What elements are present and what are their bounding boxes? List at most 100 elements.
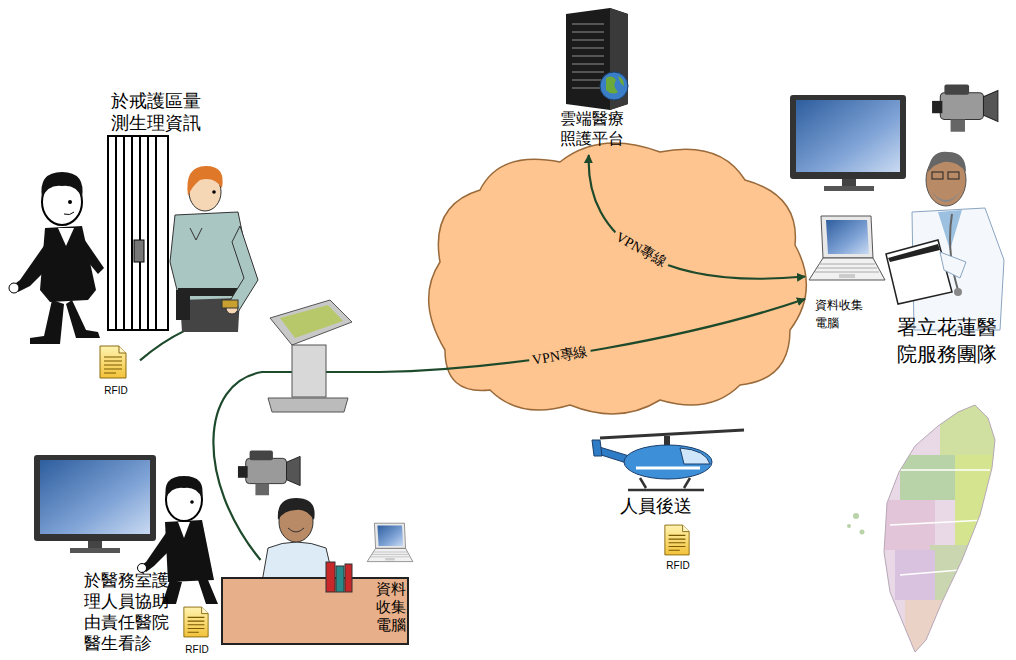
guard-figure-part <box>176 290 190 320</box>
doctor-figure-part <box>930 190 962 202</box>
prison-bars-part <box>134 240 144 262</box>
evacuation-helicopter: 人員後送 <box>590 428 750 520</box>
camera-icon <box>238 84 998 495</box>
rfid-tag-icon <box>100 346 689 637</box>
node-caption: 於戒護區量測生理資訊 <box>111 90 203 134</box>
doctor-figure <box>886 152 1004 330</box>
helicopter-icon <box>592 430 744 490</box>
node-caption: RFID <box>92 385 140 397</box>
taiwan-map-part <box>880 400 1010 660</box>
inmate-figure-part <box>78 236 104 274</box>
patient-figure-part <box>178 522 190 538</box>
nurse-figure <box>262 498 334 582</box>
kiosk-icon-part <box>268 398 348 412</box>
inmate-figure-part <box>30 300 64 344</box>
cloud-platform: 雲端醫療照護平台 <box>552 5 644 155</box>
data-computer: 資料收集電腦 <box>805 214 890 339</box>
helicopter-icon-part <box>636 467 700 470</box>
monitor-icon-part <box>88 541 102 549</box>
laptop-icon <box>367 216 885 562</box>
cloud-shape <box>429 143 807 414</box>
guard-figure <box>170 166 258 332</box>
inmate-figure <box>9 172 104 344</box>
node-caption: 資料收集電腦 <box>376 580 408 634</box>
server-icon-part <box>572 24 604 88</box>
taiwan-map-part <box>880 500 935 550</box>
guard-figure-part <box>187 166 222 196</box>
taiwan-map-part <box>905 600 950 660</box>
nurse-figure-part <box>262 542 334 582</box>
rfid-tag: RFID <box>657 522 699 574</box>
desk-shape-part <box>222 578 408 644</box>
camera-icon-part <box>932 84 998 131</box>
monitor-icon-part <box>34 455 156 541</box>
desk-shape-part <box>345 564 352 592</box>
inmate-figure-part <box>9 283 19 293</box>
monitor-icon-part <box>796 100 900 172</box>
node-caption: 人員後送 <box>620 495 692 517</box>
monitor-icon-part <box>70 548 120 553</box>
vpn-connector <box>589 155 805 279</box>
nurse-figure-part <box>278 498 315 520</box>
desk-shape-part <box>326 562 335 592</box>
rfid-tag-icon-part <box>100 346 126 378</box>
taiwan-map-part <box>940 400 1010 460</box>
guard-figure-part <box>228 226 258 312</box>
inmate-figure-part <box>68 200 72 204</box>
taiwan-map-part <box>955 455 1005 545</box>
monitor-icon-part <box>790 95 906 179</box>
helicopter-icon-part <box>680 448 710 464</box>
camera-icon-part <box>238 451 300 496</box>
desk-shape-part <box>336 566 344 592</box>
cloud-shape-part <box>429 143 807 414</box>
doctor-figure-part <box>940 252 966 278</box>
monitor-icon-part <box>842 179 856 187</box>
patient-figure-part <box>162 580 218 604</box>
monitor-icon-part <box>824 186 874 191</box>
doctor-figure-part <box>886 240 952 304</box>
node-caption: 雲端醫療照護平台 <box>560 109 626 149</box>
doctor-figure-part <box>888 244 940 262</box>
helicopter-icon-part <box>600 430 744 438</box>
hospital-team: 署立花蓮醫院服務團隊 <box>893 148 1011 376</box>
inmate-figure-part <box>41 172 82 198</box>
desk-shape <box>222 562 408 644</box>
guard-figure-part <box>222 300 238 308</box>
patient-figure-part <box>190 500 194 504</box>
clinic-group: 於醫務室護理人員協助由責任醫院醫生看診 <box>80 560 270 658</box>
taiwan-map-part <box>900 455 960 500</box>
kiosk-icon-part <box>292 345 326 397</box>
server-icon-part <box>606 76 624 94</box>
inmate-figure-part <box>66 300 100 338</box>
kiosk-icon-part <box>280 305 343 338</box>
node-caption: RFID <box>176 644 218 656</box>
helicopter-icon-part <box>624 445 712 479</box>
taiwan-map-part <box>890 470 990 575</box>
taiwan-map-part <box>860 530 865 535</box>
rfid-tag: RFID <box>92 343 140 401</box>
vpn-connector <box>213 299 805 560</box>
inmate-figure-part <box>58 228 74 246</box>
patient-figure-part <box>165 520 214 582</box>
server-icon-part <box>566 8 628 110</box>
monitor-icon <box>34 95 906 553</box>
node-caption: 資料收集電腦 <box>815 296 864 332</box>
kiosk-icon-part <box>270 300 352 345</box>
node-caption: RFID <box>657 560 699 572</box>
taiwan-map-part <box>884 405 995 652</box>
caption-group: 於戒護區量測生理資訊 <box>105 88 270 318</box>
prison-bars <box>108 136 168 330</box>
patient-figure-part <box>165 476 202 498</box>
taiwan-map-part <box>930 545 990 605</box>
doctor-figure-part <box>950 214 958 290</box>
guard-figure-part <box>190 228 202 240</box>
nurse-figure-part <box>288 528 304 532</box>
prison-bars-part <box>108 136 168 330</box>
doctor-figure-part <box>928 152 966 172</box>
helicopter-icon-part <box>628 478 704 490</box>
kiosk-icon <box>268 300 352 412</box>
taiwan-map-part <box>853 513 859 519</box>
rfid-tag: RFID <box>176 600 218 658</box>
laptop-icon-part <box>367 523 413 561</box>
